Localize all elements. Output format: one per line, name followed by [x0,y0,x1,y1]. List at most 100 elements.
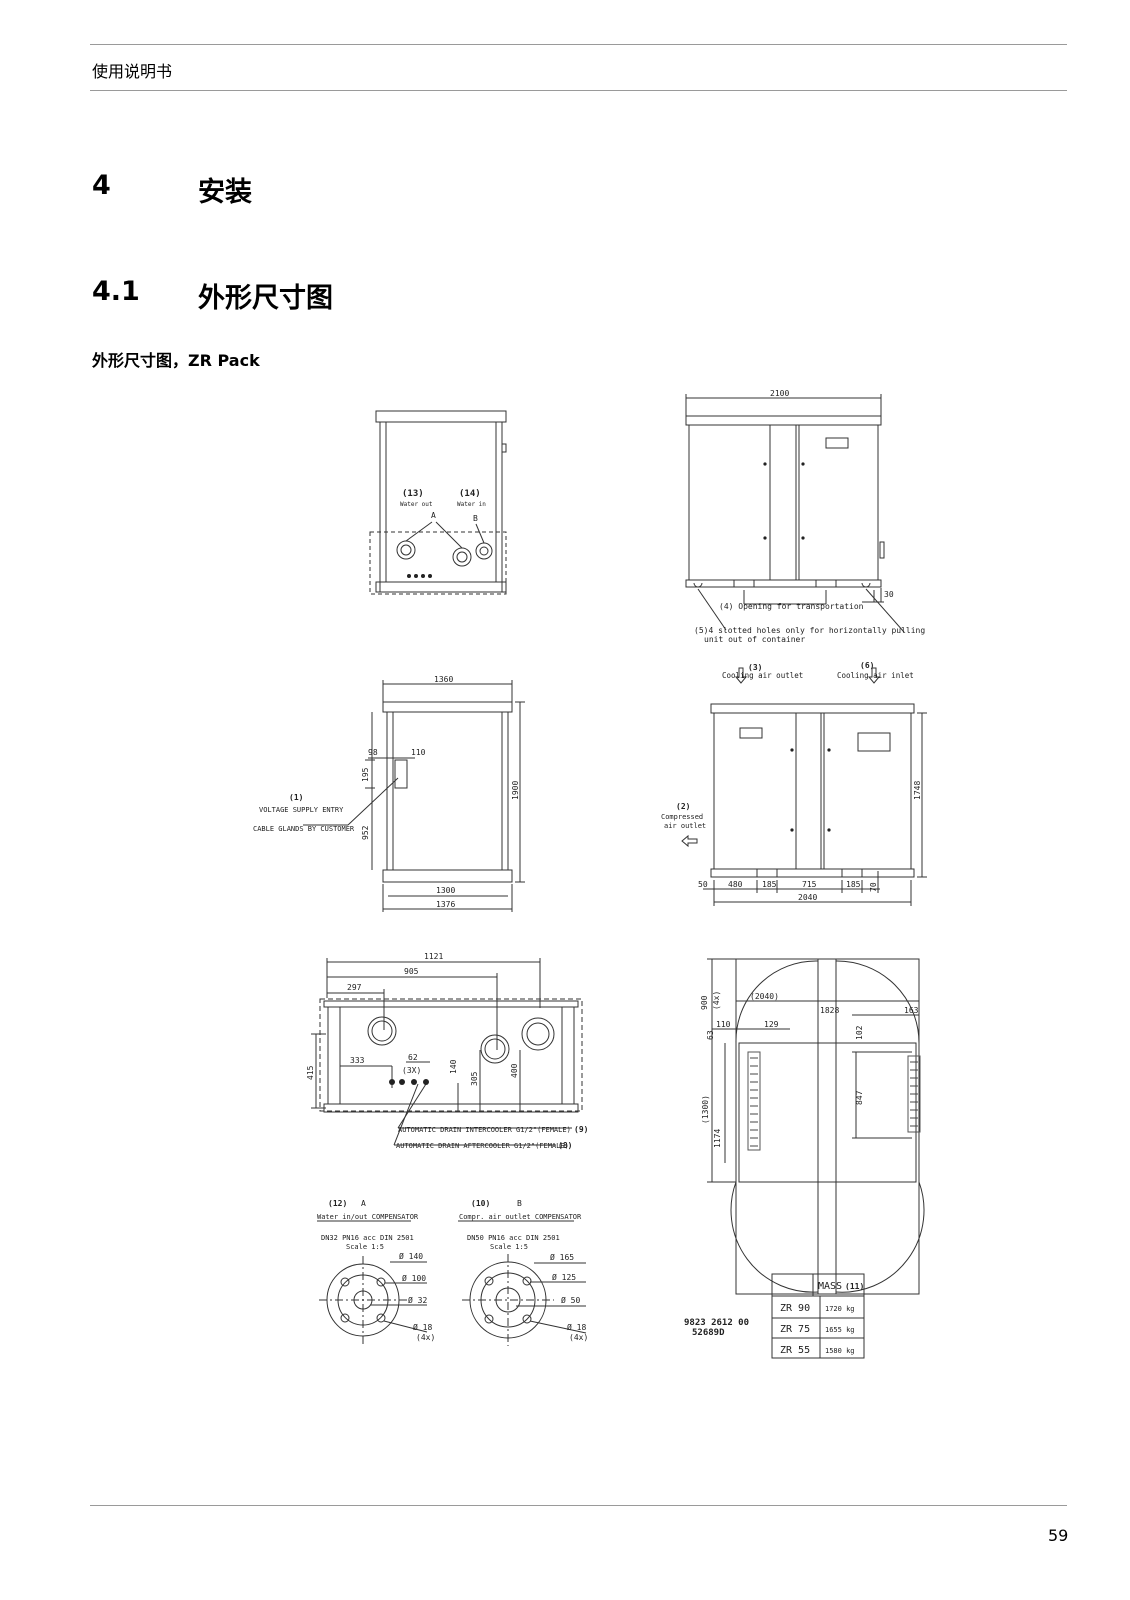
tag-3: (3) [748,663,762,672]
flange-b-spec: DN50 PN16 acc DIN 2501 [467,1234,560,1242]
compressed-label: Compressed [661,813,703,821]
dim-480: 480 [728,880,743,889]
dim-1300-paren: (1300) [701,1095,710,1124]
front-tag-14: (14) [459,489,481,499]
flange-a-spec: DN32 PN16 acc DIN 2501 [321,1234,414,1242]
dim-62: 62 [408,1053,418,1062]
dim-2040-paren: (2040) [750,992,779,1001]
dim-297: 297 [347,983,362,992]
mass-header: MASS [818,1281,842,1292]
flange-b-title: Compr. air outlet COMPENSATOR [459,1213,582,1221]
dim-185a: 185 [762,880,777,889]
air-outlet-label: air outlet [664,822,706,830]
tag-6: (6) [860,661,874,670]
dim-1900: 1900 [511,781,520,800]
tag-8: (8) [558,1141,572,1150]
flange-b-tag: (10) [471,1199,490,1208]
label-5-line2: unit out of container [704,635,805,644]
dim-102: 102 [855,1025,864,1040]
right-view [681,667,927,906]
mass-table [771,1273,865,1359]
dim-1828: 1828 [820,1006,839,1015]
flange-a-d32: Ø 32 [408,1295,427,1305]
flange-a-4x: (4x) [416,1333,435,1342]
figure-caption: 外形尺寸图，ZR Pack [92,351,260,370]
flange-a-tag: (12) [328,1199,347,1208]
dim-400: 400 [510,1063,519,1078]
dim-30: 30 [884,590,894,599]
flange-a-mark: A [361,1199,366,1208]
mass-value-1: 1655 kg [825,1326,855,1334]
chapter-title: 安装 [198,177,252,208]
dim-1360: 1360 [434,675,453,684]
flange-b-d18: Ø 18 [567,1322,586,1332]
label-5-line1: (5)4 slotted holes only for horizontally… [694,626,925,635]
mass-model-0: ZR 90 [780,1303,810,1314]
flange-a-d140: Ø 140 [399,1251,423,1261]
dim-50: 50 [698,880,708,889]
dim-195: 195 [361,767,370,782]
flange-b [458,1220,587,1346]
footer-rule [90,1505,1067,1506]
drain-aftercooler: AUTOMATIC DRAIN AFTERCOOLER G1/2"(FEMALE… [396,1142,569,1150]
dim-1174: 1174 [713,1129,722,1148]
flange-b-mark: B [517,1199,522,1208]
flange-a-d18: Ø 18 [413,1322,432,1332]
voltage-supply: VOLTAGE SUPPLY ENTRY [259,806,344,814]
dim-140: 140 [449,1059,458,1074]
front-mark-b: B [473,514,478,523]
dim-305: 305 [470,1071,479,1086]
mass-value-2: 1580 kg [825,1347,855,1355]
drain-intercooler: AUTOMATIC DRAIN INTERCOOLER G1/2"(FEMALE… [398,1126,571,1134]
mass-value-0: 1720 kg [825,1305,855,1313]
dim-1300: 1300 [436,886,455,895]
dim-905: 905 [404,967,419,976]
dim-110-door: 110 [716,1020,731,1029]
section-title: 外形尺寸图 [198,283,333,314]
dim-163: 163 [904,1006,919,1015]
dim-129: 129 [764,1020,779,1029]
dim-98: 98 [368,748,378,757]
flange-a-scale: Scale 1:5 [346,1243,384,1251]
section-number: 4.1 [92,276,140,307]
page-number: 59 [1048,1526,1069,1545]
front-water-out: Water out [400,501,433,508]
flange-b-d50: Ø 50 [561,1295,580,1305]
header-rule-top [90,44,1067,45]
side-view-top [685,394,905,633]
flange-a-title: Water in/out COMPENSATOR [317,1213,419,1221]
front-tag-13: (13) [402,489,424,499]
manual-title: 使用说明书 [92,62,173,81]
dim-1748: 1748 [913,781,922,800]
dim-2100: 2100 [770,389,789,398]
front-view [369,410,507,595]
chapter-number: 4 [92,170,111,201]
dim-4x-door: (4x) [712,991,721,1010]
flange-b-d125: Ø 125 [552,1272,576,1282]
front-water-in: Water in [457,501,486,508]
dim-415: 415 [306,1065,315,1080]
tag-2: (2) [676,802,690,811]
flange-a-d100: Ø 100 [402,1273,426,1283]
door-view [707,958,925,1295]
dim-110-left: 110 [411,748,426,757]
label-4-opening: (4) Opening for transportation [719,602,864,611]
dim-900: 900 [700,995,709,1010]
tag-1: (1) [289,793,303,802]
cooling-air-inlet: Cooling air inlet [837,671,914,680]
cable-glands: CABLE GLANDS BY CUSTOMER [253,825,355,833]
dim-70: 70 [869,882,878,892]
front-mark-a: A [431,511,436,520]
cooling-air-outlet: Cooling air outlet [722,671,803,680]
dim-333: 333 [350,1056,365,1065]
mass-tag-11: (11) [845,1282,864,1291]
left-view [303,680,525,912]
header-rule-bottom [90,90,1067,91]
flange-b-4x: (4x) [569,1333,588,1342]
dim-185b: 185 [846,880,861,889]
dim-1376: 1376 [436,900,455,909]
flange-b-d165: Ø 165 [550,1252,574,1262]
dim-3x: (3X) [402,1066,421,1075]
mass-model-1: ZR 75 [780,1324,810,1335]
